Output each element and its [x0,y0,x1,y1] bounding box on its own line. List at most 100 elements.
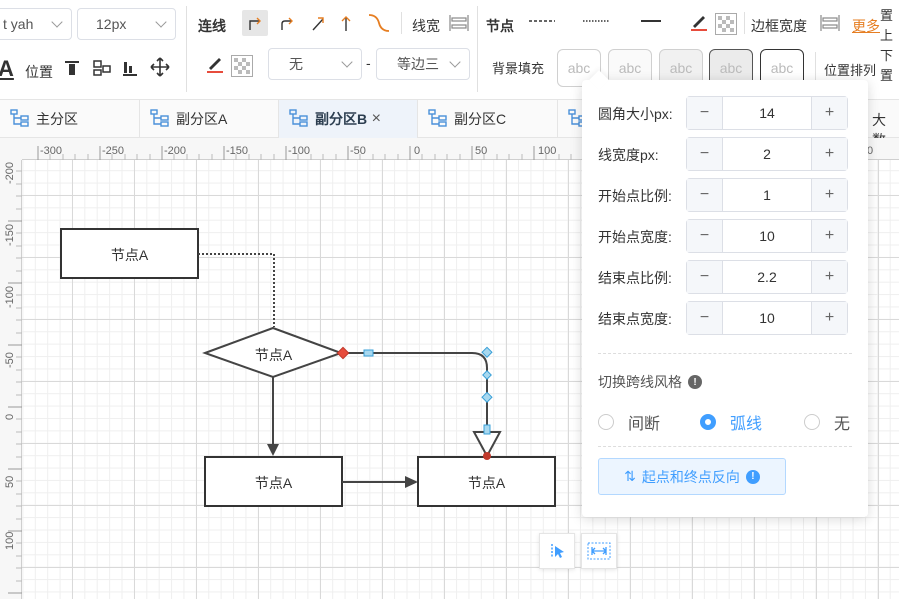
align-bottom-icon[interactable] [117,55,143,81]
node-top-rect[interactable] [60,228,199,279]
cross-style-label: 切换跨线风格 [598,374,682,390]
dotted-connector[interactable] [198,253,275,327]
font-size-select[interactable]: 12px [77,8,176,40]
move-icon[interactable] [147,54,173,80]
separator [477,6,478,92]
dot-style-icon[interactable] [581,8,611,34]
corner-radius-value[interactable]: 14 [759,105,775,121]
end-width-stepper[interactable]: − 10 + [686,301,848,335]
line-width-icon[interactable] [446,10,472,36]
ruler-x-tick: -150 [226,145,249,157]
node-diamond-label: 节点A [254,347,293,363]
node-label: 节点 [486,18,514,34]
close-icon[interactable]: × [371,110,381,127]
selected-connector[interactable] [343,352,488,432]
end-width-value[interactable]: 10 [759,310,775,326]
ruler-x-tick: -100 [288,145,311,157]
start-ratio-row: 开始点比例: − 1 + [598,178,848,212]
tab-sub-c[interactable]: 副分区C [418,100,558,138]
radio-arc[interactable]: 弧线 [700,410,762,434]
decrement-button[interactable]: − [687,179,723,211]
connector-mid-handle[interactable] [363,349,374,357]
start-ratio-stepper[interactable]: − 1 + [686,178,848,212]
line-width-label: 线宽度px: [598,147,659,163]
increment-button[interactable]: + [811,261,847,293]
increment-button[interactable]: + [811,179,847,211]
align-top-icon[interactable] [59,55,85,81]
connector-end-handle[interactable] [483,452,491,460]
node-bottom-left-rect[interactable] [204,456,343,507]
tab-sub-a[interactable]: 副分区A [140,100,279,138]
radio-none[interactable]: 无 [804,410,850,434]
decrement-button[interactable]: − [687,138,723,170]
decrement-button[interactable]: − [687,97,723,129]
connector-bend-handle[interactable] [482,370,492,380]
start-ratio-label: 开始点比例: [598,188,672,204]
tab-label: 主分区 [36,111,78,127]
end-arrow-value: 等边三 [397,56,439,72]
border-width-icon[interactable] [817,10,843,36]
end-arrow-select[interactable]: 等边三 [376,48,470,80]
line-straight-icon[interactable] [305,10,331,36]
end-ratio-stepper[interactable]: − 2.2 + [686,260,848,294]
transparent-fill-icon[interactable] [713,11,739,37]
tab-label: 副分区C [454,111,507,127]
decrement-button[interactable]: − [687,220,723,252]
separator [815,52,816,82]
increment-button[interactable]: + [811,220,847,252]
start-arrow-select[interactable]: 无 [268,48,362,80]
solid-style-icon[interactable] [636,8,666,34]
decrement-button[interactable]: − [687,302,723,334]
reverse-label: 起点和终点反向 [641,468,740,485]
width-tool-button[interactable] [581,533,617,569]
pen-color-icon[interactable] [202,51,228,77]
increment-button[interactable]: + [811,302,847,334]
connector-start-handle[interactable] [336,346,350,360]
start-width-label: 开始点宽度: [598,229,672,245]
dash-style-icon[interactable] [527,8,557,34]
decrement-button[interactable]: − [687,261,723,293]
font-family-select[interactable]: t yah [0,8,72,40]
start-ratio-value[interactable]: 1 [763,187,771,203]
radio-gap[interactable]: 间断 [598,410,660,434]
connector-corner-handle[interactable] [481,346,493,358]
line-width-value[interactable]: 2 [763,146,771,162]
corner-radius-stepper[interactable]: − 14 + [686,96,848,130]
reverse-direction-button[interactable]: ⇅ 起点和终点反向 ! [598,458,786,495]
tab-main[interactable]: 主分区 [0,100,140,138]
tab-label: 副分区B [315,111,368,127]
end-ratio-value[interactable]: 2.2 [757,269,777,285]
start-width-stepper[interactable]: − 10 + [686,219,848,253]
line-elbow-icon[interactable] [242,10,268,36]
style-sample-1[interactable]: abc [557,49,601,87]
increment-button[interactable]: + [811,138,847,170]
font-color-a-icon[interactable]: A [0,56,14,81]
canvas[interactable] [0,138,899,599]
start-width-value[interactable]: 10 [759,228,775,244]
end-width-row: 结束点宽度: − 10 + [598,301,848,335]
tab-sub-b[interactable]: 副分区B × [279,100,418,138]
arrow-head [267,444,279,456]
separator [186,6,187,92]
swap-icon: ⇅ [624,468,636,484]
edit-connector-button[interactable] [539,533,575,569]
font-size-value: 12px [96,16,127,32]
line-width-stepper[interactable]: − 2 + [686,137,848,171]
right-cut-1: 置 [880,8,894,23]
node-bottom-right-rect[interactable] [417,456,556,507]
transparent-fill-icon[interactable] [229,53,255,79]
cross-style-title: 切换跨线风格 ! [598,372,702,392]
connector-mid-handle[interactable] [483,424,491,435]
pen-color-icon[interactable] [686,9,712,35]
separator [744,12,745,34]
line-vertical-icon[interactable] [333,10,359,36]
line-bezier-icon[interactable] [366,10,392,36]
line-curve-icon[interactable] [274,10,300,36]
distribute-icon[interactable] [89,55,115,81]
corner-radius-label: 圆角大小px: [598,106,673,122]
increment-button[interactable]: + [811,97,847,129]
connector-bend-handle[interactable] [481,391,493,403]
more-link[interactable]: 更多 [852,18,880,34]
info-icon[interactable]: ! [688,375,702,389]
